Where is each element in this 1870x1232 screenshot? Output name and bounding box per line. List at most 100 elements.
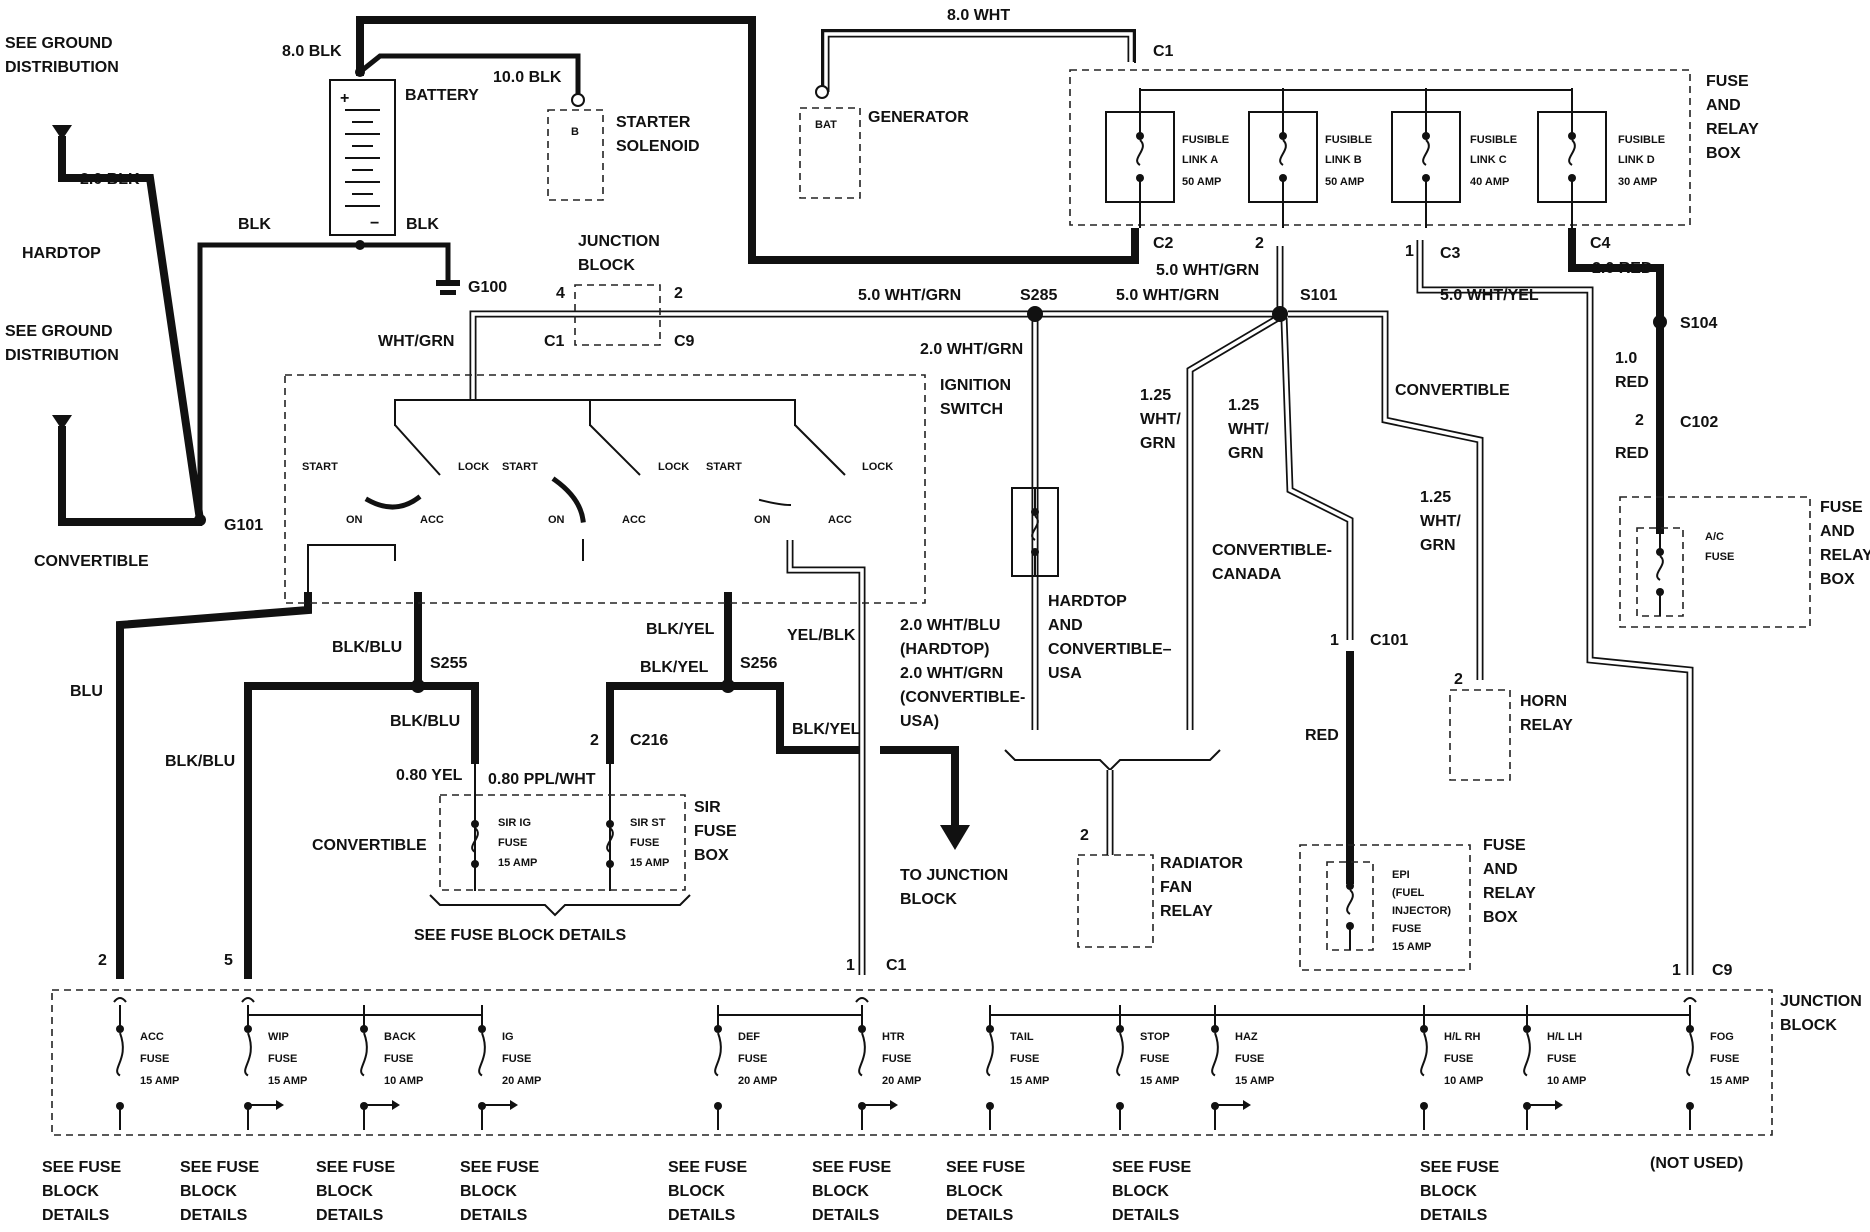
fuse-amp-label: 20 AMP	[502, 1075, 541, 1087]
minus-terminal: −	[370, 215, 379, 232]
fuse-amp-label: 10 AMP	[384, 1075, 423, 1087]
splice-s256	[721, 679, 735, 693]
label-splice: S104	[1680, 315, 1717, 332]
fuse-icon	[1279, 112, 1287, 202]
label-fuse-relay-box: BOX	[1820, 571, 1855, 588]
label-wire: WHT/	[1228, 421, 1269, 438]
see-fuse-block-details: DETAILS	[1112, 1207, 1180, 1224]
see-fuse-block-details: BLOCK	[42, 1183, 99, 1200]
see-fuse-block-details: BLOCK	[180, 1183, 237, 1200]
see-fuse-block-details: DETAILS	[42, 1207, 110, 1224]
label-wire: 5.0 WHT/GRN	[858, 287, 961, 304]
label-sir-fuse-box: BOX	[694, 847, 729, 864]
label-g101: G101	[224, 517, 263, 534]
label-switch-position: ACC	[622, 514, 646, 526]
label-fuse: EPI	[1392, 869, 1410, 881]
wire-blkyel-sir	[606, 682, 732, 764]
label-fusible-link: FUSIBLE	[1182, 134, 1229, 146]
label-wire: BLK/BLU	[390, 713, 460, 730]
label-fuse-relay-box: RELAY	[1483, 885, 1536, 902]
label-fuse-relay-box: BOX	[1483, 909, 1518, 926]
fuse-relay-box-ac	[1619, 496, 1811, 628]
fuse-icon	[1686, 1005, 1694, 1130]
label-switch-position: ACC	[828, 514, 852, 526]
fuse-word-label: FUSE	[1140, 1053, 1169, 1065]
label-pin: 2	[1635, 412, 1644, 429]
see-fuse-block-details: SEE FUSE	[812, 1159, 891, 1176]
fuse-icon	[1422, 112, 1430, 202]
fuse-word-label: FUSE	[1547, 1053, 1576, 1065]
generator-box	[799, 107, 861, 199]
contact-arc-3	[758, 498, 792, 507]
label-wire: 10.0 BLK	[493, 69, 562, 86]
fuse-name-label: BACK	[384, 1031, 416, 1043]
fuse-word-label: FUSE	[738, 1053, 767, 1065]
fuse-amp-label: 10 AMP	[1444, 1075, 1483, 1087]
label-wire: 5.0 WHT/GRN	[1156, 262, 1259, 279]
label-wire: GRN	[1228, 445, 1264, 462]
splices	[194, 67, 1667, 693]
fuse-name-label: H/L RH	[1444, 1031, 1481, 1043]
fuse-word-label: FUSE	[268, 1053, 297, 1065]
see-fuse-block-details: SEE FUSE	[668, 1159, 747, 1176]
label-fuse: A/C	[1705, 531, 1724, 543]
radiator-fan-relay-box	[1077, 854, 1154, 948]
fuse-icon	[116, 1005, 124, 1130]
sir-fuse-box	[439, 794, 686, 891]
see-fuse-block-details: SEE FUSE	[460, 1159, 539, 1176]
wire-whtgrn-ign	[469, 310, 570, 400]
ignition-contacts	[364, 424, 846, 523]
label-fuse: 15 AMP	[630, 857, 669, 869]
label-wire: 1.25	[1140, 387, 1171, 404]
fuse-icon	[1568, 112, 1576, 202]
contact-arc-2	[551, 476, 586, 523]
wire-5whtyel	[1416, 240, 1694, 975]
label-switch-position: LOCK	[658, 461, 689, 473]
label-fuse-relay-box: BOX	[1706, 145, 1741, 162]
fuse-icon	[1116, 1005, 1124, 1130]
label-hardtop-usa: CONVERTIBLE–	[1048, 641, 1172, 658]
label-fusible-link: 50 AMP	[1182, 176, 1221, 188]
label-fuse: (FUEL	[1392, 887, 1425, 899]
wire-blkblu-sir	[414, 682, 479, 764]
label-sir-fuse-box: FUSE	[694, 823, 737, 840]
wires	[58, 16, 1694, 979]
label-fuse: FUSE	[1705, 551, 1734, 563]
see-fuse-block-details: DETAILS	[946, 1207, 1014, 1224]
label-fuse: INJECTOR)	[1392, 905, 1451, 917]
label-wire: 1.0	[1615, 350, 1637, 367]
label-fusible-link: LINK C	[1470, 154, 1507, 166]
ground-icon	[52, 415, 72, 430]
connector-icon	[855, 997, 869, 1003]
label-fusible-link: FUSIBLE	[1470, 134, 1517, 146]
label-pin: 2	[98, 952, 107, 969]
label-connector: C216	[630, 732, 668, 749]
junction-block-bottom	[51, 989, 1773, 1136]
label-ignition-switch: IGNITION	[940, 377, 1011, 394]
label-wire: WHT/GRN	[378, 333, 454, 350]
label-distribution: DISTRIBUTION	[5, 347, 119, 364]
ground-icon	[52, 125, 72, 140]
arrow-to-junction-block	[940, 825, 970, 850]
label-wire: RED	[1615, 374, 1649, 391]
label-not-used: (NOT USED)	[1650, 1155, 1743, 1172]
fuse-name-label: H/L LH	[1547, 1031, 1582, 1043]
fuse-amp-label: 15 AMP	[1235, 1075, 1274, 1087]
label-fusible-link: 40 AMP	[1470, 176, 1509, 188]
wire-blk-blu-down	[244, 682, 422, 979]
label-fuse: SIR ST	[630, 817, 666, 829]
label-battery: BATTERY	[405, 87, 479, 104]
label-pin: 1	[1405, 243, 1414, 260]
wire-blk-g101	[197, 242, 363, 523]
label-pin: 5	[224, 952, 233, 969]
label-wire: 5.0 WHT/YEL	[1440, 287, 1539, 304]
fuse-icon	[1420, 1005, 1428, 1130]
fuse-name-label: TAIL	[1010, 1031, 1034, 1043]
ground-icon	[436, 280, 460, 286]
wire-blk-g100	[357, 242, 451, 283]
label-distribution: DISTRIBUTION	[5, 59, 119, 76]
label-wire: 1.25	[1228, 397, 1259, 414]
label-see-ground: SEE GROUND	[5, 35, 113, 52]
